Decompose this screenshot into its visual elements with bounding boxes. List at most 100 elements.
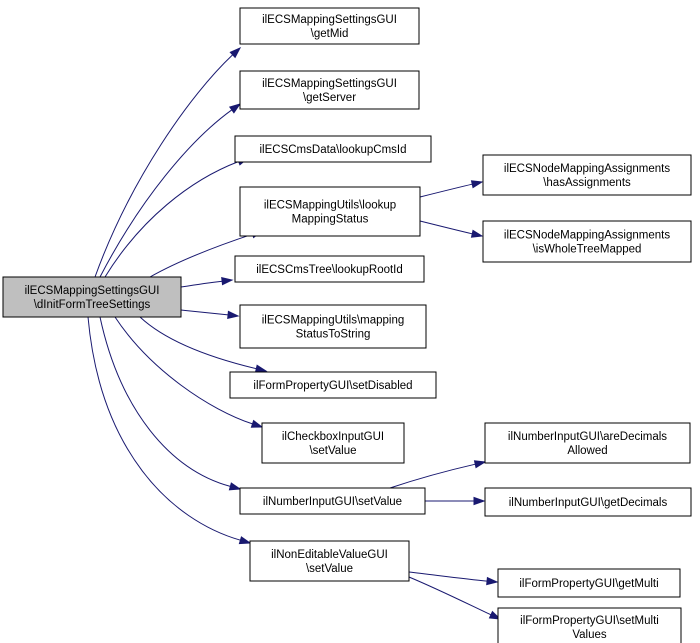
arrowhead [227,310,240,320]
edge-line [389,463,476,489]
node-box[interactable] [2,276,182,318]
node-label-line: ilECSMappingSettingsGUI [262,78,397,90]
edge-root-to-lookupRootId [180,277,234,288]
edge-lookupMappingStatus-to-isWholeTreeMapped [419,220,484,238]
node-label-line: StatusToString [296,329,371,341]
node-setDisabled[interactable]: ilFormPropertyGUI\setDisabled [229,371,437,399]
edge-line [408,571,488,582]
node-getServer[interactable]: ilECSMappingSettingsGUI \getServer [239,70,420,110]
arrowhead [470,229,484,238]
node-label-line: ilECSMappingSettingsGUI [25,285,160,297]
node-label-line: ilECSCmsTree\lookupRootId [256,264,403,276]
arrowhead [473,460,487,469]
edge-root-to-checkboxSetValue [114,316,264,428]
node-isWholeTreeMapped[interactable]: ilECSNodeMappingAssignments \isWholeTreeM… [482,220,692,263]
edge-lookupMappingStatus-to-hasAssignments [419,180,484,198]
edge-line [180,280,223,288]
edge-root-to-lookupCmsId [104,157,250,278]
node-label-line: MappingStatus [292,214,369,226]
arrowhead [486,576,499,586]
edge-numberSetValue-to-getDecimals [424,496,486,506]
arrowhead [250,419,264,428]
node-checkboxSetValue[interactable]: ilCheckboxInputGUI\setValue [261,422,405,464]
node-label-line: \dInitFormTreeSettings [34,299,151,311]
edge-root-to-getServer [99,103,242,278]
node-box[interactable] [484,487,692,517]
arrowhead [228,103,242,114]
node-label-line: ilECSNodeMappingAssignments [504,230,670,242]
node-label-line: ilECSMappingSettingsGUI [262,14,397,26]
node-box[interactable] [261,422,405,464]
node-box[interactable] [239,487,426,515]
edge-root-to-numberSetValue [99,316,242,491]
arrowhead [488,610,502,620]
node-numberSetValue[interactable]: ilNumberInputGUI\setValue [239,487,426,515]
edge-root-to-mappingStatusToString [180,309,240,320]
node-box[interactable] [239,186,421,237]
node-label-line: ilECSMappingUtils\mapping [262,315,405,327]
node-box[interactable] [239,304,427,349]
node-root[interactable]: ilECSMappingSettingsGUI \dInitFormTreeSet… [2,276,182,318]
node-box[interactable] [229,371,437,399]
node-label-line: ilECSMappingUtils\lookup [264,200,396,212]
edge-line [180,309,229,316]
node-box[interactable] [234,255,425,283]
node-box[interactable] [234,135,432,163]
node-lookupCmsId[interactable]: ilECSCmsData\lookupCmsId [234,135,432,163]
arrowhead [470,180,484,189]
node-getDecimals[interactable]: ilNumberInputGUI\getDecimals [484,487,692,517]
node-label-line: \hasAssignments [543,177,631,189]
edge-root-to-getMid [94,46,242,278]
edge-line [104,161,239,278]
arrowhead [221,277,234,286]
arrowhead [229,46,242,59]
edge-line [419,220,473,235]
node-label-line: \setValue [306,563,353,575]
node-label-line: ilCheckboxInputGUI [282,431,384,443]
node-label-line: ilFormPropertyGUI\getMulti [519,578,658,590]
edge-root-to-nonEditableSetValue [87,316,252,545]
node-label-line: ilNumberInputGUI\getDecimals [509,497,668,509]
node-label-line: \getMid [311,28,349,40]
edge-line [87,316,241,541]
node-box[interactable] [249,540,410,582]
call-nodes: ilECSMappingSettingsGUI \dInitFormTreeSet… [2,7,692,643]
node-box[interactable] [497,568,681,598]
node-label-line: ilFormPropertyGUI\setDisabled [253,380,412,392]
edge-line [419,183,473,198]
edge-nonEditableSetValue-to-getMulti [408,571,499,586]
node-box[interactable] [482,220,692,263]
node-label-line: ilNumberInputGUI\areDecimals [508,431,667,443]
node-getMulti[interactable]: ilFormPropertyGUI\getMulti [497,568,681,598]
node-getMid[interactable]: ilECSMappingSettingsGUI \getMid [239,7,420,45]
arrowhead [473,496,486,506]
node-box[interactable] [484,422,691,464]
edge-line [114,316,253,425]
node-box[interactable] [239,7,420,45]
edge-line [139,316,257,370]
node-label-line: ilECSCmsData\lookupCmsId [260,144,407,156]
edge-numberSetValue-to-areDecimalsAllowed [389,460,487,489]
node-label-line: Values [572,629,607,641]
node-hasAssignments[interactable]: ilECSNodeMappingAssignments \hasAssignmen… [482,154,692,196]
node-box[interactable] [239,70,420,110]
node-label-line: \getServer [303,92,356,104]
arrowhead [238,536,252,545]
node-label-line: \isWholeTreeMapped [533,244,642,256]
node-label-line: Allowed [567,445,607,457]
edge-line [149,233,253,278]
edge-line [99,316,231,487]
node-nonEditableSetValue[interactable]: ilNonEditableValueGUI \setValue [249,540,410,582]
edge-line [94,54,234,278]
node-label-line: ilECSNodeMappingAssignments [504,163,670,175]
node-lookupRootId[interactable]: ilECSCmsTree\lookupRootId [234,255,425,283]
node-box[interactable] [482,154,692,196]
edge-line [408,576,492,616]
node-label-line: ilNonEditableValueGUI [271,549,388,561]
node-box[interactable] [497,607,682,643]
